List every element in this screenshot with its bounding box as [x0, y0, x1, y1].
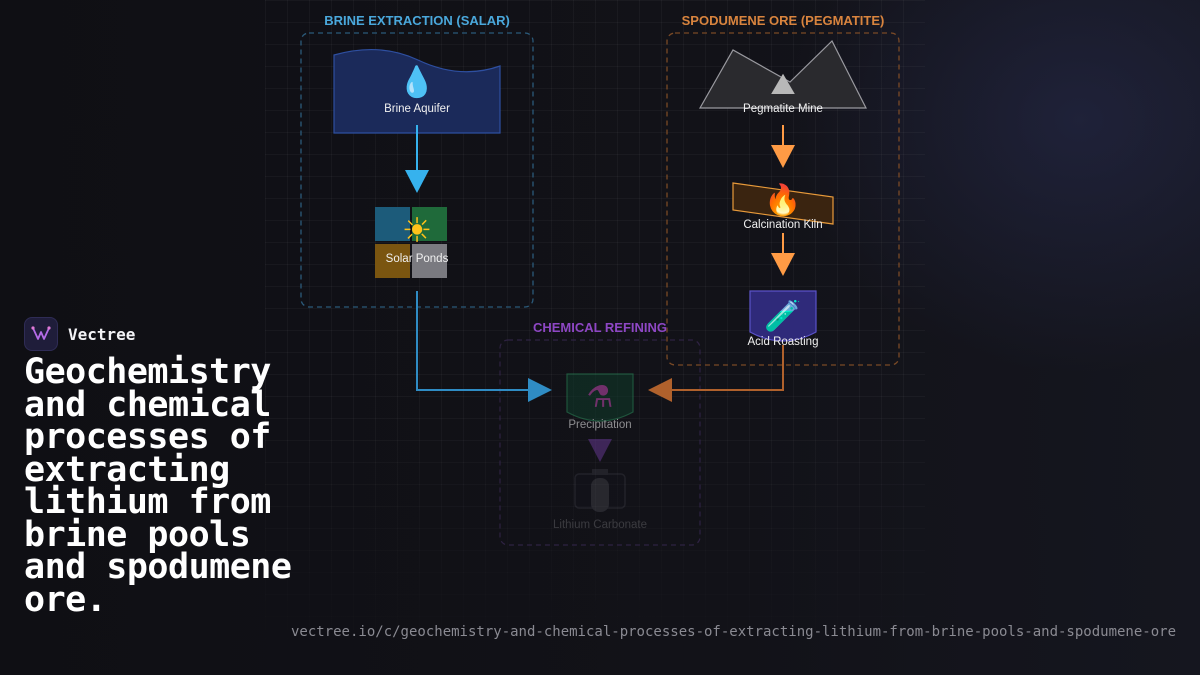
arrow-ponds-to-precipitation [416, 291, 552, 402]
brand-name: Vectree [68, 324, 136, 344]
source-url[interactable]: vectree.io/c/geochemistry-and-chemical-p… [290, 624, 1176, 640]
brine-aquifer-label: Brine Aquifer [384, 103, 450, 115]
brand[interactable]: Vectree [24, 317, 135, 351]
refining-group-box [499, 339, 701, 546]
pegmatite-mine-label: Pegmatite Mine [743, 103, 823, 115]
precipitation-node[interactable]: ⚗ Precipitation [566, 373, 634, 431]
fire-icon: 🔥 [764, 182, 801, 218]
arrow-aquifer-to-ponds [405, 125, 429, 193]
sun-icon: ☀ [402, 211, 432, 251]
flask-icon: ⚗ [587, 380, 614, 415]
brine-aquifer-node[interactable]: 💧 Brine Aquifer [333, 48, 501, 134]
arrow-roasting-to-precipitation [648, 345, 784, 402]
arrow-mine-to-kiln [771, 125, 795, 168]
vectree-logo-icon [31, 326, 51, 340]
acid-roasting-label: Acid Roasting [748, 336, 819, 348]
mountain-icon: ⛰ [770, 67, 795, 102]
page-title: Geochemistry and chemical processes of e… [24, 352, 292, 620]
acid-roasting-node[interactable]: 🧪 Acid Roasting [748, 290, 819, 348]
arrow-precipitation-to-carbonate [588, 439, 612, 462]
precipitation-label: Precipitation [568, 419, 631, 431]
lithium-carbonate-label: Lithium Carbonate [553, 519, 647, 531]
spodumene-group-title: SPODUMENE ORE (PEGMATITE) [682, 13, 885, 28]
vectree-logo [24, 317, 58, 351]
spodumene-group-box [666, 32, 900, 366]
solar-ponds-label: Solar Ponds [386, 253, 449, 265]
calcination-kiln-label: Calcination Kiln [743, 219, 822, 231]
solar-ponds-node[interactable]: ☀ Solar Ponds [375, 207, 449, 278]
calcination-kiln-node[interactable]: 🔥 Calcination Kiln [732, 182, 834, 231]
test-tube-icon: 🧪 [764, 299, 801, 334]
brine-group-title: BRINE EXTRACTION (SALAR) [324, 13, 510, 28]
lithium-carbonate-node[interactable]: 🔋 Lithium Carbonate [553, 469, 647, 531]
arrow-kiln-to-roasting [771, 233, 795, 276]
water-drop-icon: 💧 [398, 64, 435, 100]
pegmatite-mine-node[interactable]: ⛰ Pegmatite Mine [698, 40, 867, 115]
refining-group-title: CHEMICAL REFINING [533, 320, 667, 335]
